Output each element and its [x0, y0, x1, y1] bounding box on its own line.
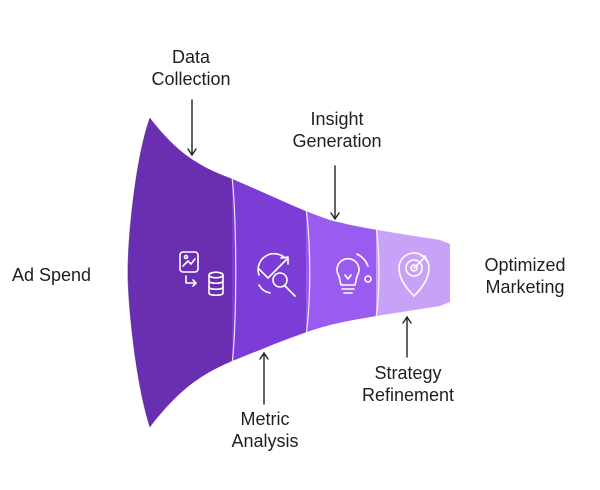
label-line: Marketing [485, 277, 565, 297]
arrow-strategy-refinement [402, 315, 412, 358]
label-line: Generation [292, 131, 382, 151]
arrow-insight-generation [330, 165, 340, 221]
image-database-icon [179, 251, 224, 297]
label-line: Data [171, 47, 211, 67]
label-insight-generation: Insight Generation [272, 108, 402, 152]
label-metric-analysis: Metric Analysis [210, 408, 320, 452]
stage-separator [375, 225, 380, 319]
target-pin-icon [398, 252, 430, 297]
label-line: Collection [151, 69, 231, 89]
label-line: Optimized [484, 255, 566, 275]
label-line: Metric [240, 409, 290, 429]
label-line: Refinement [361, 385, 455, 405]
label-ad-spend-text: Ad Spend [12, 265, 92, 285]
label-strategy-refinement: Strategy Refinement [340, 362, 476, 406]
stage-separator [231, 175, 237, 366]
arrow-metric-analysis [259, 351, 269, 405]
lightbulb-icon [336, 253, 372, 294]
stage-1-band [128, 118, 232, 427]
label-line: Insight [310, 109, 364, 129]
arrow-data-collection [187, 99, 197, 157]
stage-separator [305, 207, 311, 337]
label-line: Strategy [374, 363, 442, 383]
label-optimized-marketing: Optimized Marketing [463, 254, 587, 298]
chart-search-icon [257, 252, 296, 297]
label-data-collection: Data Collection [136, 46, 246, 90]
funnel-mouth [127, 117, 151, 428]
label-line: Analysis [231, 431, 299, 451]
label-ad-spend: Ad Spend [12, 264, 91, 286]
